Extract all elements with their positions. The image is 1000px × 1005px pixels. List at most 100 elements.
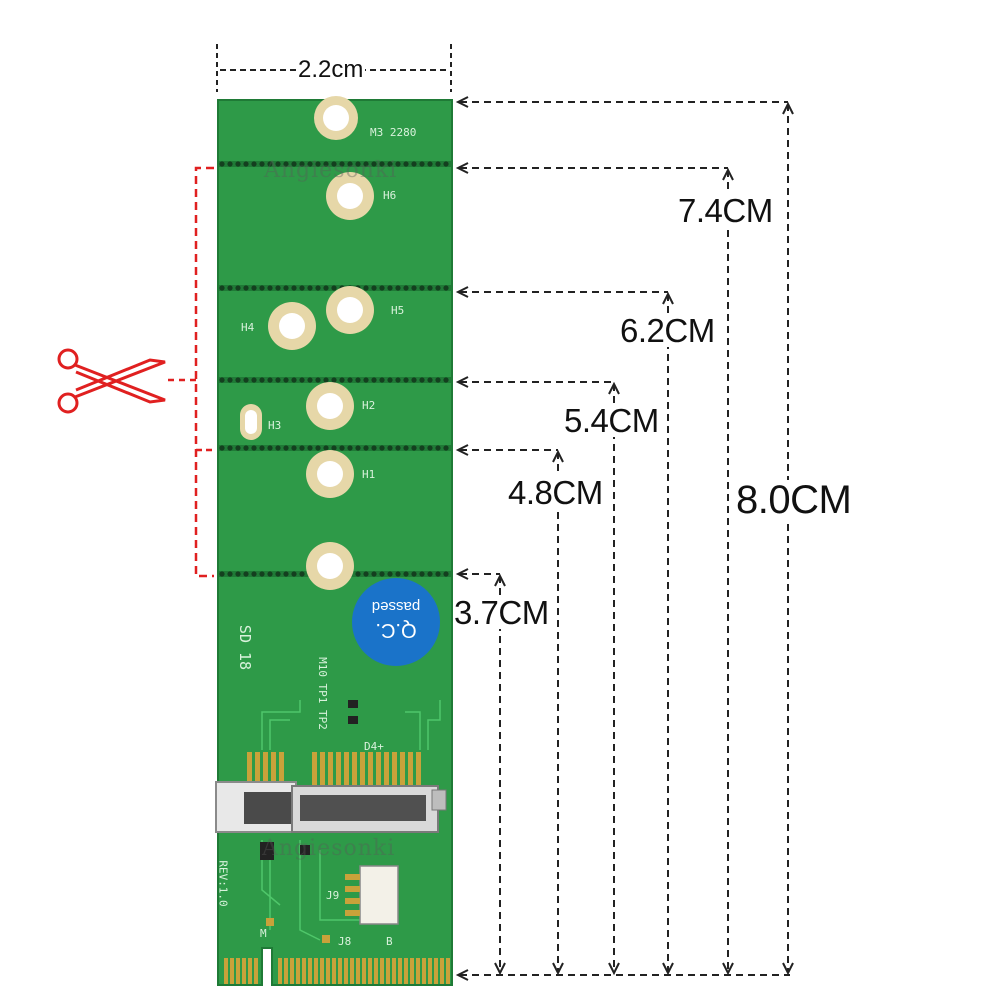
perforation-dot — [275, 571, 281, 577]
hole-h6-inner — [337, 183, 363, 209]
gold-finger — [236, 958, 240, 984]
perforation-dot — [387, 161, 393, 167]
connector-pin — [368, 752, 373, 786]
arrow-head — [662, 962, 674, 976]
perforation-dot — [411, 445, 417, 451]
perforation-dot — [251, 377, 257, 383]
silk-h4: H4 — [241, 321, 255, 334]
perforation-dot — [435, 571, 441, 577]
gold-finger — [338, 958, 342, 984]
connector-pin — [416, 752, 421, 786]
gold-finger — [248, 958, 252, 984]
gold-finger — [230, 958, 234, 984]
gold-finger — [290, 958, 294, 984]
dimension-d54 — [455, 376, 620, 976]
perforation-dot — [443, 377, 449, 383]
gold-finger — [392, 958, 396, 984]
dimension-d48 — [455, 444, 564, 976]
silk-rev: REV:1.0 — [216, 860, 230, 907]
perforation-dot — [299, 571, 305, 577]
perforation-dot — [371, 161, 377, 167]
silk-m: M — [260, 927, 267, 940]
gold-finger — [404, 958, 408, 984]
perforation-dot — [243, 445, 249, 451]
perforation-dot — [323, 377, 329, 383]
perforation-dot — [371, 377, 377, 383]
silk-d4: D4+ — [364, 740, 384, 753]
connector-pin — [344, 752, 349, 786]
gold-finger — [254, 958, 258, 984]
qc-sticker-line2: passed — [371, 598, 421, 615]
perforation-dot — [323, 445, 329, 451]
perforation-dot — [259, 571, 265, 577]
perforation-dot — [219, 377, 225, 383]
perforation-dot — [331, 377, 337, 383]
gold-finger — [308, 958, 312, 984]
perforation-dot — [331, 161, 337, 167]
perforation-dot — [427, 445, 433, 451]
dimension-lines — [455, 96, 794, 981]
gold-finger — [446, 958, 450, 984]
perforation-dot — [387, 571, 393, 577]
arrow-head — [494, 962, 506, 976]
perforation-dot — [243, 571, 249, 577]
connector-pin — [336, 752, 341, 786]
connector-pin — [263, 752, 268, 782]
perforation-dot — [387, 285, 393, 291]
arrow-head — [608, 962, 620, 976]
hole-h1-inner — [317, 461, 343, 487]
gold-finger — [374, 958, 378, 984]
connector-left-inner — [244, 792, 292, 824]
silk-j8: J8 — [338, 935, 352, 948]
perforation-dot — [275, 445, 281, 451]
perforation-dot — [427, 285, 433, 291]
connector-pin — [320, 752, 325, 786]
perforation-dot — [419, 285, 425, 291]
arrow-head — [782, 101, 794, 115]
perforation-dot — [331, 445, 337, 451]
perforation-dot — [227, 571, 233, 577]
gold-finger — [284, 958, 288, 984]
perforation-dot — [435, 445, 441, 451]
perforation-dot — [387, 377, 393, 383]
gold-finger — [356, 958, 360, 984]
perforation-dot — [443, 445, 449, 451]
perforation-dot — [355, 377, 361, 383]
perforation-dot — [435, 285, 441, 291]
perforation-dot — [379, 445, 385, 451]
gold-finger — [242, 958, 246, 984]
gold-finger — [416, 958, 420, 984]
gold-finger — [326, 958, 330, 984]
connector-pin — [312, 752, 317, 786]
perforation-dot — [427, 377, 433, 383]
silk-b: B — [386, 935, 393, 948]
gold-finger — [428, 958, 432, 984]
watermark-top: Angiesonki — [264, 158, 398, 183]
perforation-dot — [371, 285, 377, 291]
perforation-dot — [419, 377, 425, 383]
perforation-dot — [227, 161, 233, 167]
perforation-dot — [251, 571, 257, 577]
perforation-dot — [267, 445, 273, 451]
perforation-dot — [323, 161, 329, 167]
arrow-head — [455, 444, 469, 456]
perforation-dot — [355, 571, 361, 577]
perforation-dot — [379, 285, 385, 291]
silk-h1: H1 — [362, 468, 376, 481]
gold-finger — [368, 958, 372, 984]
perforation-dot — [275, 285, 281, 291]
perforation-dot — [235, 571, 241, 577]
perforation-dot — [395, 571, 401, 577]
perforation-dot — [363, 161, 369, 167]
perforation-dot — [395, 285, 401, 291]
arrow-head — [662, 291, 674, 305]
perforation-dot — [307, 445, 313, 451]
perforation-dot — [275, 377, 281, 383]
perforation-dot — [251, 445, 257, 451]
perforation-dot — [267, 377, 273, 383]
gold-finger — [302, 958, 306, 984]
perforation-dot — [443, 285, 449, 291]
gold-finger — [410, 958, 414, 984]
perforation-dot — [219, 571, 225, 577]
arrow-head — [782, 962, 794, 976]
